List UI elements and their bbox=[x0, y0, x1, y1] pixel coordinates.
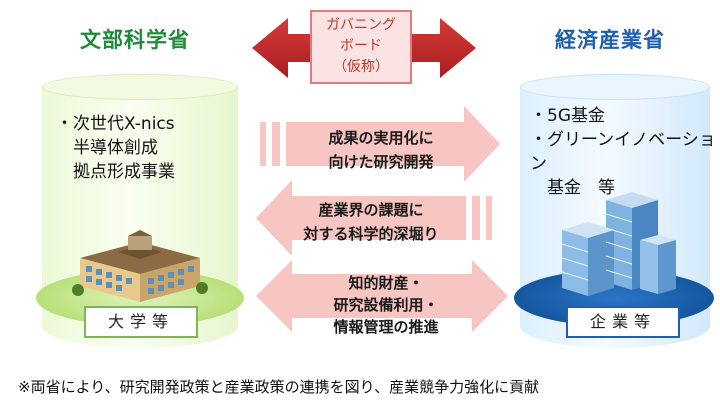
double-arrow-ip bbox=[256, 260, 508, 332]
mext-program-item: 半導体創成 bbox=[56, 138, 158, 158]
meti-fund-item: 基金 等 bbox=[530, 178, 615, 198]
governing-board-line: ボード bbox=[340, 38, 382, 54]
university-label: 大学等 bbox=[84, 306, 198, 338]
university-cylinder-top bbox=[42, 74, 238, 100]
meti-fund-list: ・5G基金 ・グリーンイノベーション 基金 等 bbox=[530, 104, 720, 200]
research-arrow-label: 成果の実用化に 向けた研究開発 bbox=[296, 126, 466, 174]
left-arrow-science bbox=[256, 180, 492, 256]
governing-board-line: ガバニング bbox=[326, 17, 396, 33]
company-cylinder-top bbox=[520, 74, 710, 100]
science-arrow-label: 産業界の課題に 対する科学的深堀り bbox=[286, 198, 456, 246]
arrow-label-line: 情報管理の推進 bbox=[333, 318, 439, 336]
ip-arrow-label: 知的財産・ 研究設備利用・ 情報管理の推進 bbox=[296, 272, 476, 338]
meti-title: 経済産業省 bbox=[555, 28, 665, 52]
arrow-label-line: 産業界の課題に bbox=[318, 201, 424, 219]
university-building-icon bbox=[72, 230, 208, 302]
governing-board-box: ガバニング ボード （仮称） bbox=[310, 10, 412, 84]
mext-program-list: ・次世代X-nics 半導体創成 拠点形成事業 bbox=[56, 112, 236, 184]
mext-program-item: ・次世代X-nics bbox=[56, 114, 175, 134]
company-label: 企業等 bbox=[566, 306, 680, 338]
right-arrow-research bbox=[260, 106, 500, 182]
office-building-icon bbox=[561, 192, 676, 296]
meti-fund-item: ・グリーンイノベーション bbox=[530, 130, 716, 174]
meti-fund-item: ・5G基金 bbox=[530, 106, 605, 126]
arrow-label-line: 向けた研究開発 bbox=[328, 153, 434, 171]
mext-program-item: 拠点形成事業 bbox=[56, 162, 175, 182]
arrow-label-line: 研究設備利用・ bbox=[333, 296, 439, 314]
governing-board-line: （仮称） bbox=[333, 59, 389, 75]
collaboration-arrows bbox=[256, 106, 508, 332]
arrow-label-line: 知的財産・ bbox=[348, 274, 424, 292]
arrow-label-line: 対する科学的深堀り bbox=[303, 225, 439, 243]
arrow-label-line: 成果の実用化に bbox=[328, 129, 434, 147]
footnote: ※両省により、研究開発政策と産業政策の連携を図り、産業競争力強化に貢献 bbox=[18, 378, 540, 396]
mext-title: 文部科学省 bbox=[80, 28, 190, 52]
